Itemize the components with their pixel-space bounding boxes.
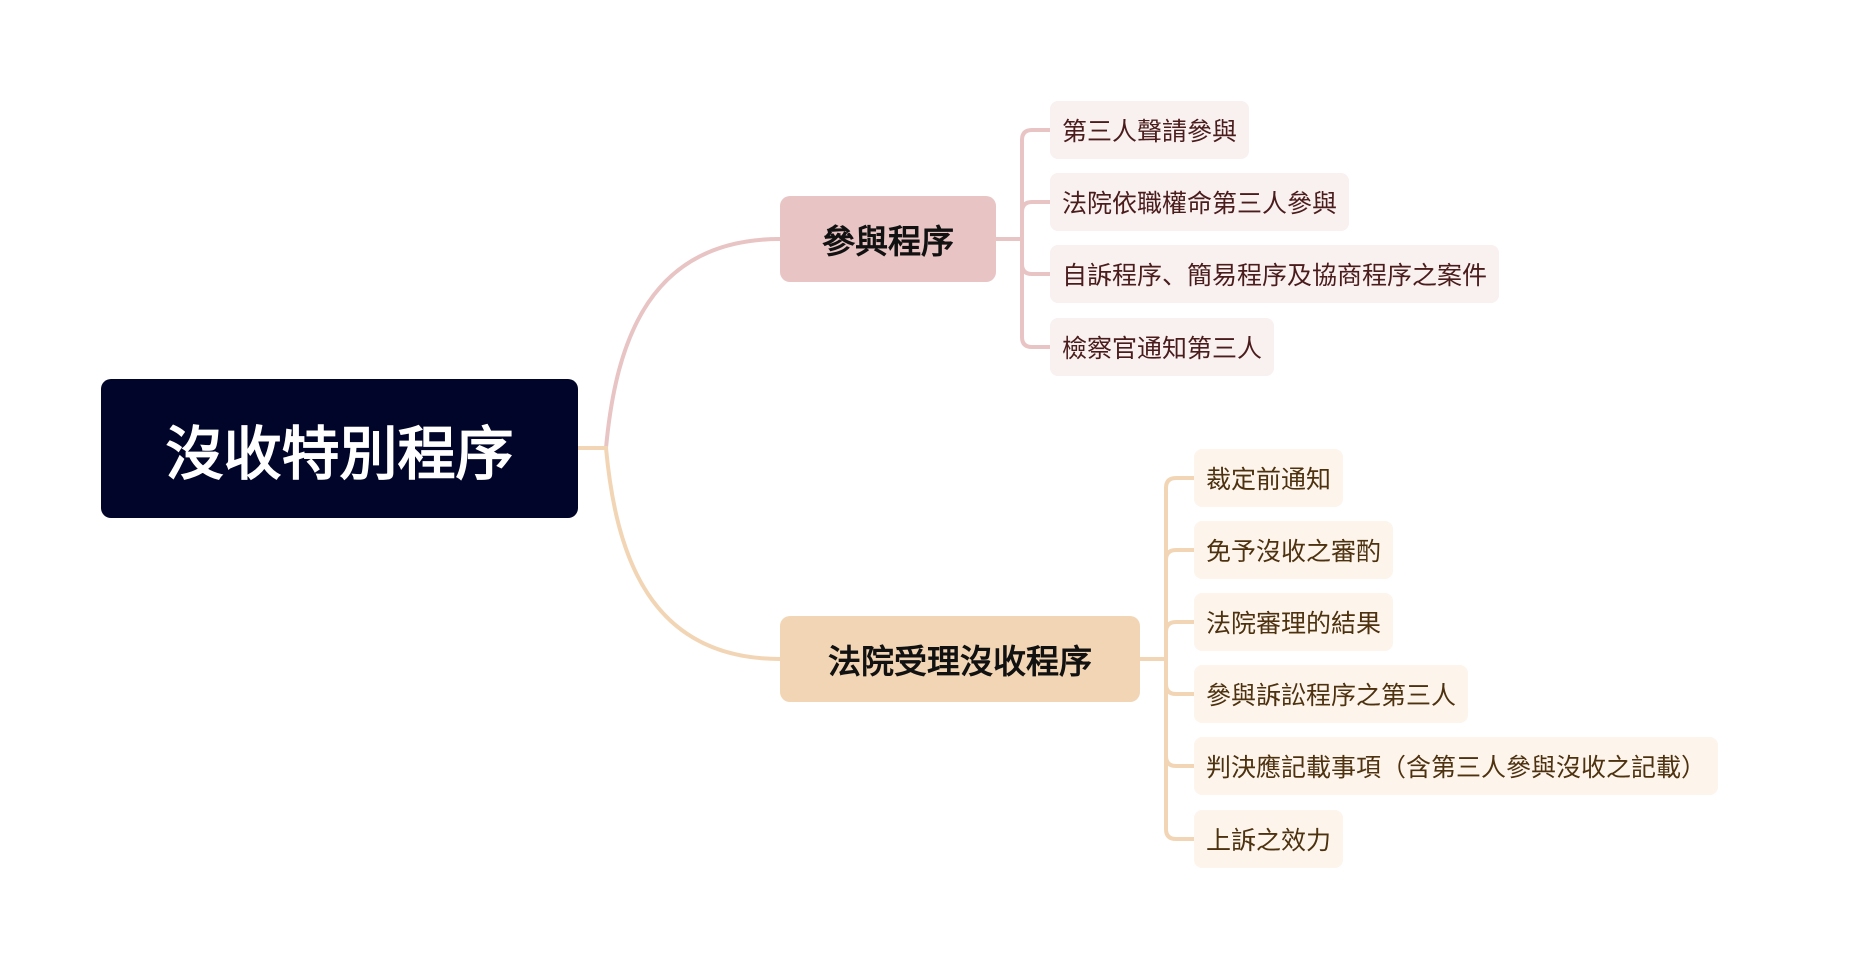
leaf-connector (1164, 476, 1196, 490)
branch-label: 法院受理沒收程序 (828, 642, 1092, 681)
leaf-label: 參與訴訟程序之第三人 (1206, 681, 1457, 710)
leaf-node[interactable]: 判決應記載事項（含第三人參與沒收之記載） (1194, 737, 1719, 795)
leaf-label: 上訴之效力 (1206, 826, 1332, 855)
leaf-node[interactable]: 參與訴訟程序之第三人 (1194, 665, 1469, 723)
root-to-branch-connector (576, 237, 782, 450)
leaf-label: 判決應記載事項（含第三人參與沒收之記載） (1206, 753, 1707, 782)
leaf-node[interactable]: 檢察官通知第三人 (1050, 318, 1275, 376)
leaf-label: 法院審理的結果 (1206, 609, 1382, 638)
leaf-label: 裁定前通知 (1206, 465, 1332, 494)
leaf-connector (1164, 620, 1196, 634)
leaf-node[interactable]: 裁定前通知 (1194, 449, 1344, 507)
leaf-label: 第三人聲請參與 (1062, 117, 1238, 146)
leaf-connector (1164, 827, 1196, 841)
branch-node-participation[interactable]: 參與程序 (780, 196, 996, 282)
leaf-node[interactable]: 免予沒收之審酌 (1194, 521, 1394, 579)
root-to-branch-connector (576, 446, 782, 661)
leaf-node[interactable]: 第三人聲請參與 (1050, 101, 1250, 159)
leaf-connector (1020, 335, 1052, 349)
root-label: 沒收特別程序 (165, 419, 514, 488)
leaf-node[interactable]: 上訴之效力 (1194, 810, 1344, 868)
leaf-node[interactable]: 法院依職權命第三人參與 (1050, 173, 1350, 231)
branch-label: 參與程序 (822, 222, 954, 261)
leaf-label: 檢察官通知第三人 (1062, 334, 1263, 363)
leaf-connector (1164, 548, 1196, 562)
leaf-connector (1020, 200, 1052, 214)
root-node[interactable]: 沒收特別程序 (101, 379, 578, 518)
leaf-connector (1164, 754, 1196, 768)
branch-node-court-acceptance[interactable]: 法院受理沒收程序 (780, 616, 1140, 702)
leaf-label: 自訴程序、簡易程序及協商程序之案件 (1062, 261, 1488, 290)
leaf-label: 免予沒收之審酌 (1206, 537, 1382, 566)
leaf-connector (1164, 682, 1196, 696)
leaf-label: 法院依職權命第三人參與 (1062, 189, 1338, 218)
leaf-connector (1020, 262, 1052, 276)
leaf-connector (1020, 128, 1052, 142)
leaf-node[interactable]: 法院審理的結果 (1194, 593, 1394, 651)
leaf-node[interactable]: 自訴程序、簡易程序及協商程序之案件 (1050, 245, 1500, 303)
